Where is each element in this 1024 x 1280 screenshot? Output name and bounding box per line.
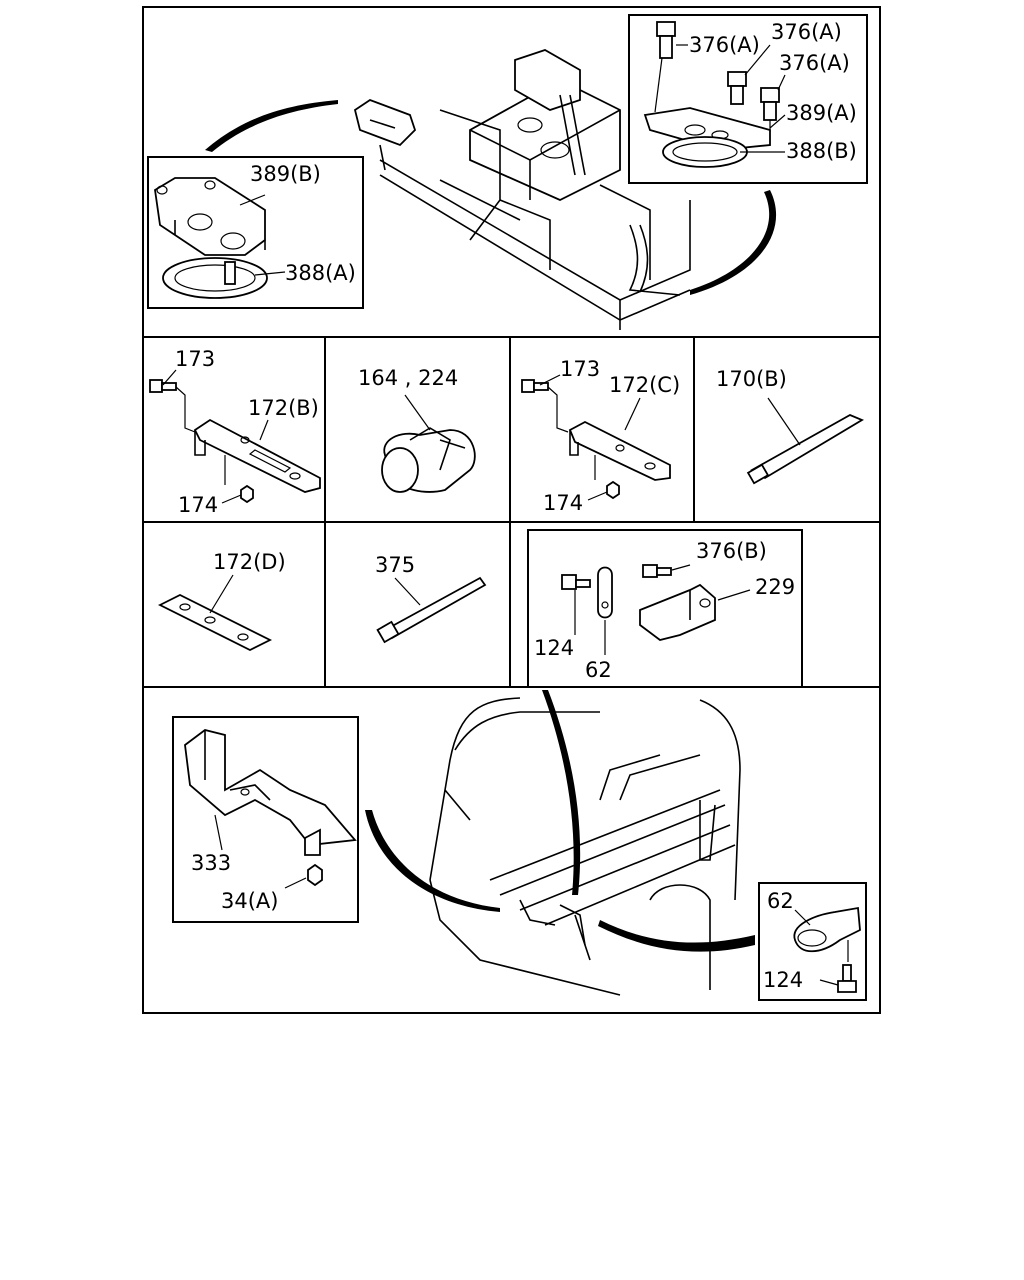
bolt-173-b: [521, 379, 569, 433]
label-172b: 172(B): [248, 396, 319, 420]
callout-arc-333: [365, 810, 500, 912]
inset-333-frame: [172, 716, 359, 923]
clip-62-b: [793, 906, 861, 953]
plate-172d: [157, 574, 273, 652]
bolt-124-a: [561, 574, 591, 635]
leader-172c: [624, 397, 641, 431]
callout-arc-right: [690, 190, 777, 295]
leader-174-a: [221, 494, 242, 504]
bolt-376a-3: [760, 87, 780, 132]
leader-376a-2: [744, 44, 771, 76]
clip-164-224: [381, 394, 476, 493]
label-172c: 172(C): [609, 373, 680, 397]
leader-389a: [769, 114, 786, 129]
label-170b: 170(B): [716, 367, 787, 391]
label-172d: 172(D): [213, 550, 286, 574]
inset-376a-frame: [628, 14, 868, 184]
label-389a: 389(A): [786, 101, 857, 125]
label-229: 229: [755, 575, 795, 599]
grommet-389a: [643, 107, 771, 151]
grommet-388a: [162, 257, 268, 299]
label-376b: 376(B): [696, 539, 767, 563]
label-389b: 389(B): [250, 162, 321, 186]
leader-172b: [259, 419, 269, 441]
bracket-229: [639, 583, 751, 641]
bolt-124-b: [819, 940, 857, 993]
label-375: 375: [375, 553, 415, 577]
label-376a-1: 376(A): [689, 33, 760, 57]
leader-34a: [284, 877, 307, 889]
label-376a-2: 376(A): [771, 20, 842, 44]
grommet-389b: [154, 177, 266, 256]
label-124-b: 124: [763, 968, 803, 992]
label-34a: 34(A): [221, 889, 278, 913]
cable-tie-170b: [746, 397, 864, 485]
leader-389b: [239, 194, 266, 206]
label-388b: 388(B): [786, 139, 857, 163]
bracket-172b: [193, 418, 321, 493]
diagram-frame: [142, 6, 881, 1014]
leader-174-b: [587, 491, 608, 501]
nut-174-a: [224, 455, 254, 504]
leader-173-a: [162, 369, 177, 386]
nut-34a: [307, 863, 323, 887]
leader-333: [214, 814, 223, 851]
label-164-224: 164 , 224: [358, 366, 458, 390]
label-333: 333: [191, 851, 231, 875]
cable-tie-375: [376, 576, 487, 644]
leader-173-b: [539, 374, 561, 386]
callout-arc-62: [598, 920, 755, 952]
bracket-333: [184, 729, 357, 856]
callout-arc-229: [542, 690, 581, 895]
label-173-b: 173: [560, 357, 600, 381]
label-388a: 388(A): [285, 261, 356, 285]
engine-bay-illustration: [353, 49, 691, 330]
leader-388a: [254, 271, 286, 276]
label-62-b: 62: [767, 889, 794, 913]
truck-illustration: [429, 697, 741, 996]
bracket-172c: [568, 420, 671, 481]
bolt-376a-1: [654, 21, 676, 113]
inset-62-frame: [758, 882, 867, 1001]
leader-376a-3: [777, 74, 786, 91]
clip-62-a: [597, 566, 613, 655]
grommet-388b: [662, 136, 748, 168]
inset-389b-frame: [147, 156, 364, 309]
nut-174-b: [594, 455, 620, 500]
callout-arc-left: [205, 100, 338, 152]
bolt-173-a: [149, 379, 196, 433]
label-376a-3: 376(A): [779, 51, 850, 75]
inset-229-frame: [527, 529, 803, 688]
label-173-a: 173: [175, 347, 215, 371]
label-174-b: 174: [543, 491, 583, 515]
label-174-a: 174: [178, 493, 218, 517]
label-62-a: 62: [585, 658, 612, 682]
label-124-a: 124: [534, 636, 574, 660]
bolt-376a-2: [727, 71, 747, 105]
bolt-376b: [642, 564, 691, 578]
